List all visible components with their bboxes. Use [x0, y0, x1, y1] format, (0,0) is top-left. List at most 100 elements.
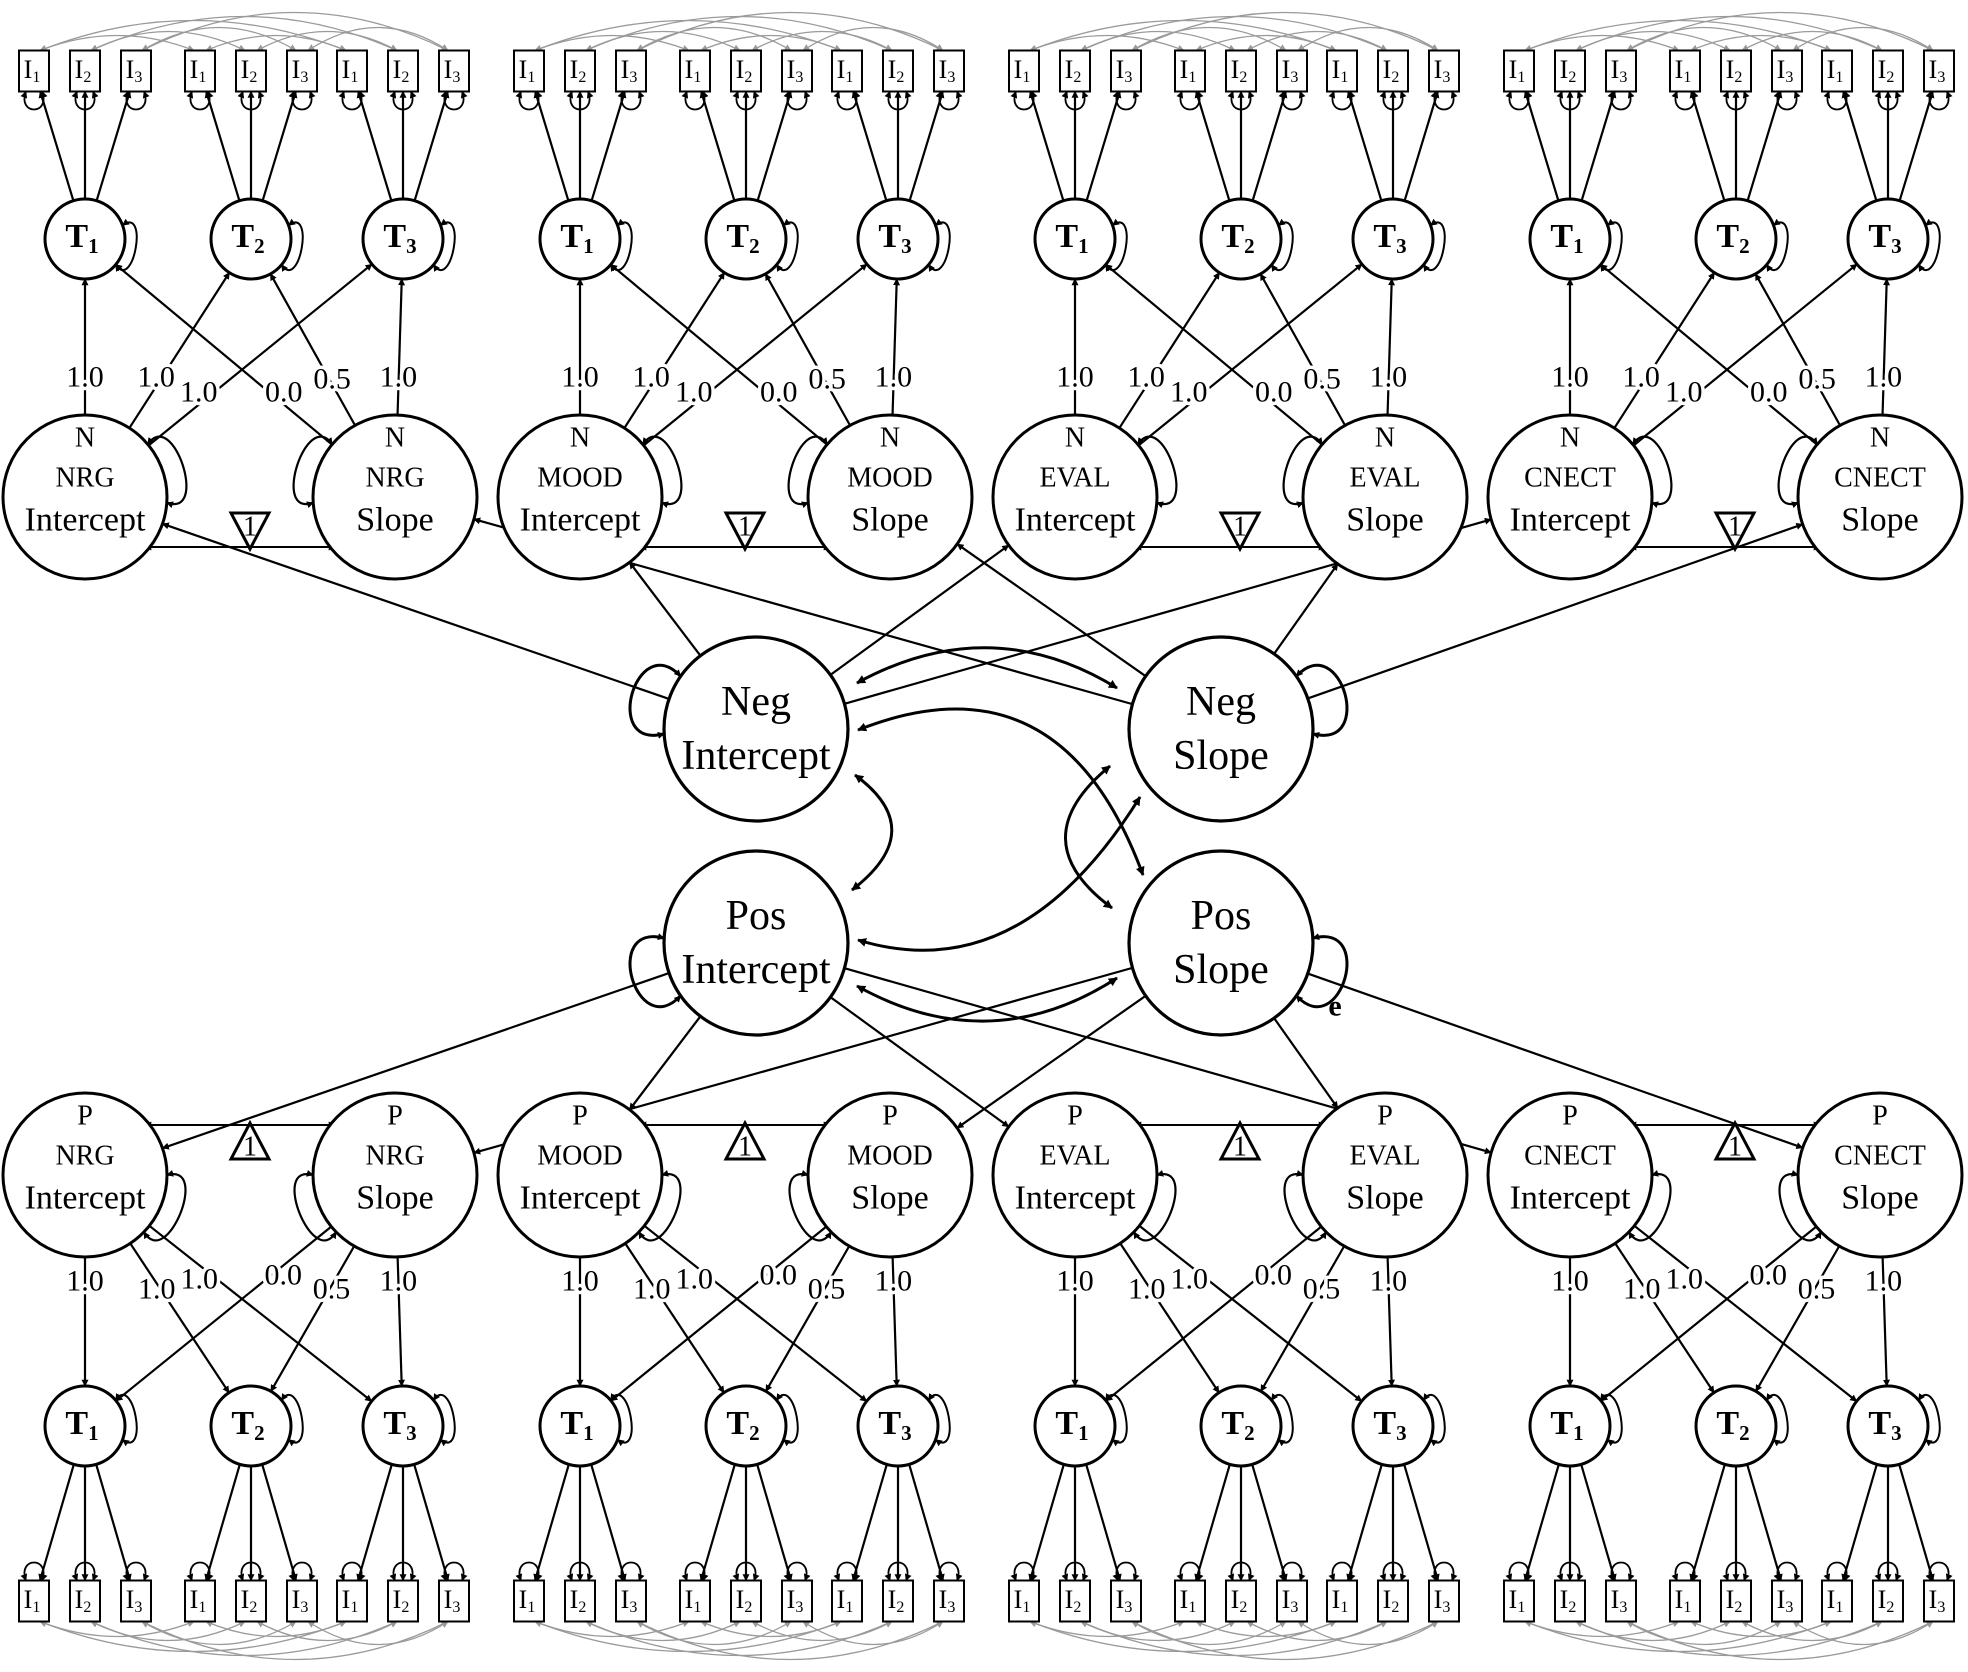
item-indicator-box	[1554, 1579, 1586, 1623]
bottom-cnect-intercept-valence-label: P	[1562, 1101, 1578, 1132]
top-eval-slope-to-t1-path	[1105, 263, 1323, 446]
top-cnect-mean-constant-triangle-label: 1	[1728, 512, 1742, 543]
top-mood-t3-to-item3-path	[908, 90, 945, 202]
bottom-cnect-intercept-to-t3-path	[1633, 1224, 1858, 1403]
item-label-i2: I2	[1383, 1585, 1400, 1616]
bottom-mood-item-residual-loop	[935, 1561, 963, 1582]
top-eval-t2-to-item3-path	[1251, 90, 1288, 202]
time-point-label: T1	[1055, 218, 1088, 259]
bottom-nrg-mean-constant-triangle-label: 1	[243, 1132, 257, 1163]
bottom-eval-t3-residual-loop	[1422, 1393, 1446, 1447]
item-indicator-box	[120, 49, 152, 93]
bottom-nrg-time-point-t3	[361, 1384, 445, 1468]
top-nrg-t2-to-item3-path	[261, 90, 298, 202]
top-mood-slope-to-t3-path	[891, 278, 901, 416]
bottom-eval-correlated-residual-item3	[1297, 1620, 1439, 1646]
bottom-mood-slope-domain-label: MOOD	[847, 1141, 933, 1172]
item-indicator-box	[1554, 49, 1586, 93]
item-indicator-box	[831, 1579, 863, 1623]
bottom-cnect-t1-to-item3-path	[1580, 1464, 1617, 1582]
bottom-eval-slope-domain-label: EVAL	[1349, 1141, 1420, 1172]
pos-slope-factor	[1127, 849, 1315, 1037]
item-indicator-box	[1872, 49, 1904, 93]
top-eval-intercept-loading-t1: 1.0	[1056, 361, 1094, 394]
top-mood-item-residual-loop	[783, 90, 811, 111]
top-eval-slope-to-t2-path	[1259, 273, 1346, 426]
item-label-i3: I3	[292, 55, 309, 86]
bottom-nrg-t2-residual-loop	[280, 1393, 304, 1447]
item-label-i3: I3	[787, 1585, 804, 1616]
top-cnect-intercept-growth-label: Intercept	[1510, 502, 1631, 539]
bottom-nrg-time-point-t1	[43, 1384, 127, 1468]
top-nrg-slope-loading-t2: 0.5	[313, 363, 351, 396]
item-indicator-box	[1720, 49, 1752, 93]
top-eval-intercept-valence-label: N	[1065, 423, 1085, 454]
bottom-cnect-slope-growth-label: Slope	[1841, 1180, 1918, 1217]
bottom-cnect-item-residual-loop	[1925, 1561, 1953, 1582]
bottom-eval-item-residual-loop	[1112, 1561, 1140, 1582]
top-eval-t3-residual-loop	[1422, 218, 1446, 272]
bottom-eval-slope-to-t3-path	[1386, 1256, 1396, 1387]
bottom-cnect-slope-loading-t2: 0.5	[1798, 1273, 1836, 1306]
top-mood-intercept-loading-t2: 1.0	[632, 361, 670, 394]
top-eval-slope-factor	[1301, 413, 1469, 581]
top-cnect-slope-to-t1-path	[1600, 263, 1818, 446]
item-label-i2: I2	[1726, 55, 1743, 86]
bottom-cnect-time-point-t3	[1846, 1384, 1930, 1468]
top-mood-correlated-residual-item3	[636, 11, 944, 52]
item-label-i3: I3	[621, 1585, 638, 1616]
top-nrg-item-residual-loop	[389, 90, 417, 111]
top-nrg-slope-loading-t3: 1.0	[380, 361, 418, 394]
item-label-i2: I2	[1560, 55, 1577, 86]
bottom-eval-t3-to-item1-path	[1346, 1464, 1383, 1582]
bottom-mood-time-point-t3	[856, 1384, 940, 1468]
top-cnect-item-residual-loop	[1925, 90, 1953, 111]
top-cnect-slope-growth-label: Slope	[1841, 502, 1918, 539]
item-indicator-box	[1059, 49, 1091, 93]
neg-slope-variance-loop	[1295, 663, 1349, 739]
bottom-cnect-correlated-residual-item3	[1626, 1620, 1782, 1646]
item-label-i2: I2	[1878, 1585, 1895, 1616]
item-indicator-box	[730, 49, 762, 93]
neg-slope-to-mood-slope	[956, 543, 1147, 678]
bottom-mood-item-residual-loop	[617, 1561, 645, 1582]
bottom-cnect-item-residual-loop	[1773, 1561, 1801, 1582]
bottom-nrg-item-residual-loop	[389, 1561, 417, 1582]
bottom-cnect-t1-residual-loop	[1599, 1393, 1623, 1447]
item-indicator-box	[184, 1579, 216, 1623]
bottom-cnect-mean-constant-triangle-label: 1	[1728, 1132, 1742, 1163]
bottom-eval-intercept-to-t3-path	[1138, 1224, 1363, 1403]
pos-intercept-factor-label-line1: Pos	[726, 893, 787, 939]
time-point-label: T3	[1373, 218, 1406, 259]
bottom-eval-intercept-variance-loop	[1133, 1169, 1177, 1242]
top-eval-slope-valence-label: N	[1375, 423, 1395, 454]
item-indicator-box	[781, 49, 813, 93]
pos-slope-to-cnect-slope	[1307, 972, 1804, 1149]
top-nrg-intercept-valence-label: N	[75, 423, 95, 454]
item-label-i2: I2	[1560, 1585, 1577, 1616]
bottom-nrg-intercept-loading-t3: 1.0	[181, 1263, 219, 1296]
item-indicator-box	[1110, 1579, 1142, 1623]
item-indicator-box	[1605, 49, 1637, 93]
bottom-eval-t1-to-item3-path	[1085, 1464, 1122, 1582]
top-mood-correlated-residual-item2	[751, 30, 893, 52]
time-point-label: T2	[231, 218, 264, 259]
bottom-mood-correlated-residual-item3	[636, 1620, 944, 1661]
bottom-eval-slope-factor	[1301, 1091, 1469, 1259]
top-cnect-t1-to-item3-path	[1580, 90, 1617, 202]
top-mood-slope-loading-t2: 0.5	[808, 363, 846, 396]
top-mood-item-residual-loop	[617, 90, 645, 111]
bottom-cnect-item-residual-loop	[1607, 1561, 1635, 1582]
neg-slope-factor-label-line2: Slope	[1173, 733, 1269, 779]
top-eval-slope-domain-label: EVAL	[1349, 463, 1420, 494]
item-label-i3: I3	[939, 1585, 956, 1616]
top-eval-slope-to-t3-path	[1386, 278, 1396, 416]
top-eval-item-residual-loop	[1430, 90, 1458, 111]
top-cnect-item-residual-loop	[1671, 90, 1699, 111]
bottom-cnect-t2-to-item3-path	[1746, 1464, 1783, 1582]
top-cnect-item-residual-loop	[1874, 90, 1902, 111]
item-indicator-box	[1008, 1579, 1040, 1623]
time-point-label: T2	[726, 1405, 759, 1446]
item-indicator-box	[831, 49, 863, 93]
top-nrg-item-residual-loop	[440, 90, 468, 111]
